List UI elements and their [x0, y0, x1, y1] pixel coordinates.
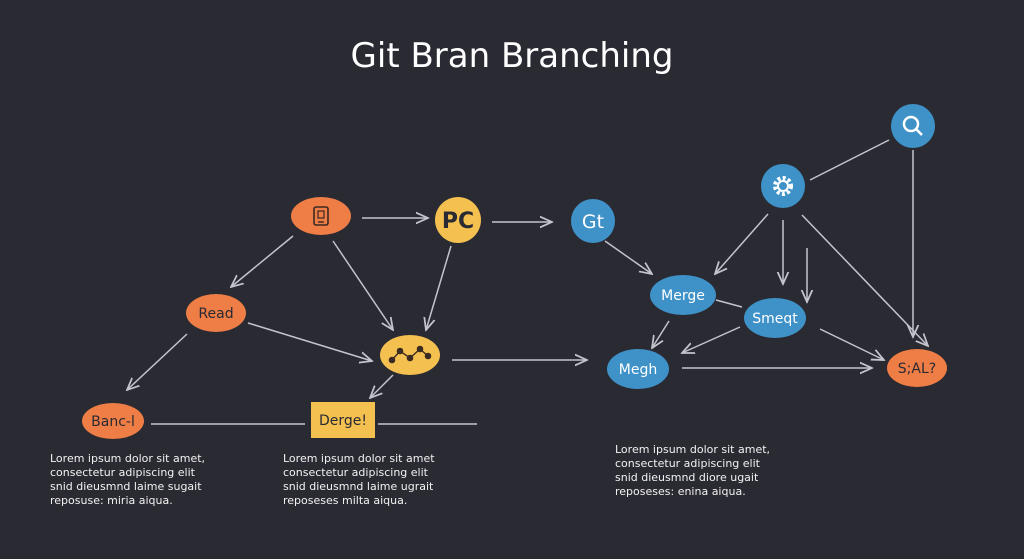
paragraph-line: reposeses milta aiqua.: [283, 494, 408, 507]
search-icon: [902, 115, 923, 136]
node-gt-label: Gt: [582, 211, 604, 233]
node-read-label: Read: [198, 306, 233, 322]
edge-smeqt-megh: [682, 326, 741, 353]
paragraph-left: Lorem ipsum dolor sit amet, consectetur …: [50, 452, 220, 508]
node-merge-label: Merge: [661, 288, 705, 304]
edge-phone-commits: [332, 240, 393, 330]
edge-merge-megh: [652, 320, 670, 348]
edge-search-gear: [809, 139, 890, 181]
node-smeqt-label: Smeqt: [752, 311, 798, 327]
node-megh: Megh: [607, 349, 669, 389]
edge-gear-merge: [715, 213, 769, 274]
paragraph-line: consectetur adipiscing elit: [615, 457, 760, 470]
molecule-icon: [388, 345, 432, 364]
node-search: [891, 104, 935, 148]
edge-read-commits: [247, 322, 372, 361]
gear-icon: [773, 176, 793, 196]
paragraph-line: Lorem ipsum dolor sit amet: [283, 452, 435, 465]
paragraph-line: consectetur adipiscing elit: [50, 466, 195, 479]
edge-smeqt-sal: [819, 328, 884, 360]
paragraph-line: snid dieusmnd laime ugrait: [283, 480, 434, 493]
node-megh-label: Megh: [619, 362, 657, 378]
edge-gear-sal-long: [801, 214, 928, 346]
node-derge-label: Derge!: [319, 413, 367, 429]
paragraph-right: Lorem ipsum dolor sit amet, consectetur …: [615, 443, 785, 499]
paragraph-line: reposeses: enina aiqua.: [615, 485, 746, 498]
paragraph-line: Lorem ipsum dolor sit amet,: [50, 452, 206, 465]
node-gt: Gt: [571, 199, 615, 243]
node-sal: S;AL?: [887, 349, 947, 387]
phone-icon: [313, 206, 329, 226]
node-gear: [761, 164, 805, 208]
edge-merge-smeqt: [715, 299, 743, 308]
edge-phone-read: [231, 235, 294, 287]
node-sal-label: S;AL?: [898, 361, 936, 377]
paragraph-line: Lorem ipsum dolor sit amet,: [615, 443, 771, 456]
node-phone: [291, 197, 351, 235]
paragraph-line: consectetur adipiscing elit: [283, 466, 428, 479]
edge-read-bancl: [127, 333, 188, 390]
node-bancl: Banc-l: [82, 403, 144, 439]
paragraph-line: snid dieusmnd laime sugait: [50, 480, 202, 493]
diagram-title: Git Bran Branching: [350, 36, 674, 76]
paragraph-middle: Lorem ipsum dolor sit amet consectetur a…: [283, 452, 453, 508]
edge-commits-derge: [370, 374, 394, 398]
node-pc-label: PC: [442, 209, 474, 234]
node-read: Read: [186, 294, 246, 332]
node-smeqt: Smeqt: [744, 298, 806, 338]
node-merge: Merge: [650, 275, 716, 315]
node-commits: [380, 335, 440, 375]
node-bancl-label: Banc-l: [91, 414, 135, 430]
edge-gt-merge: [604, 240, 652, 274]
edge-pc-commits: [426, 245, 452, 330]
paragraph-line: reposuse: miria aiqua.: [50, 494, 173, 507]
node-derge: Derge!: [311, 402, 375, 438]
paragraph-line: snid dieusmnd diore ugait: [615, 471, 759, 484]
node-pc: PC: [435, 197, 481, 243]
